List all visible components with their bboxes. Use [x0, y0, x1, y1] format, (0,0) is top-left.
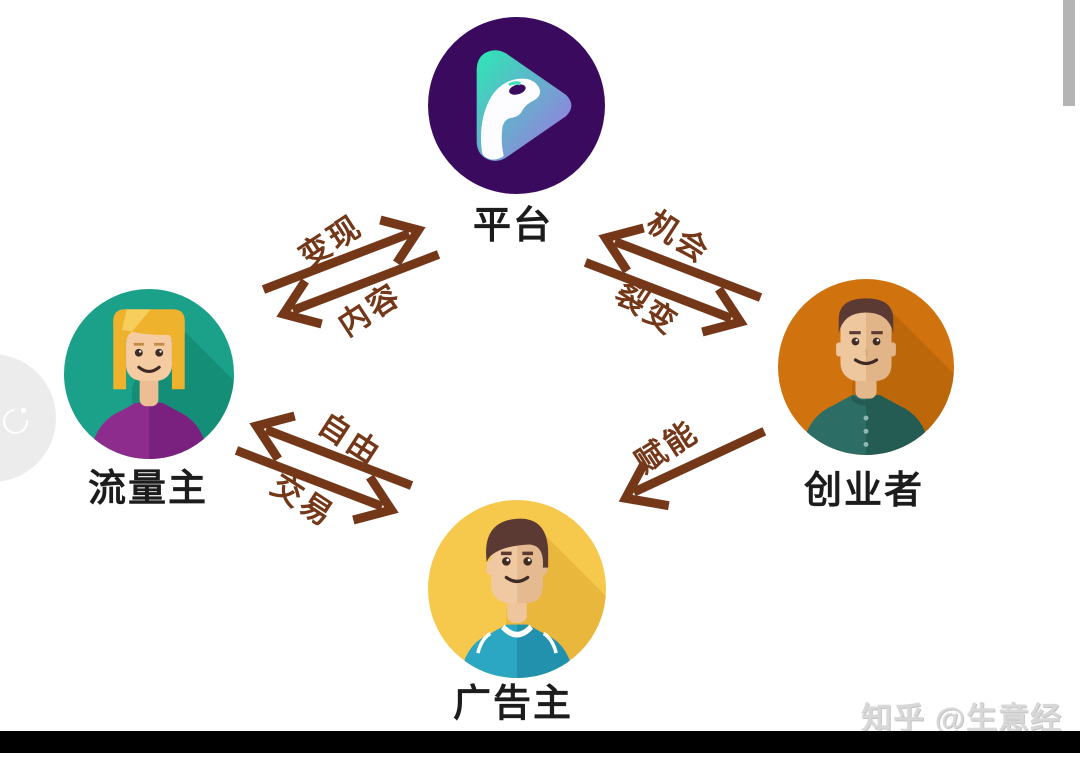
advertiser-avatar	[428, 500, 606, 678]
arrow-line	[631, 427, 767, 497]
woman-neck	[139, 374, 159, 407]
boy-hair	[486, 518, 549, 568]
circle-glyph-dot	[21, 408, 26, 413]
bottom-black-bar	[0, 731, 1080, 753]
arrow-line	[613, 237, 763, 302]
arrow-head	[249, 411, 296, 462]
entrepreneur-label: 创业者	[804, 470, 924, 512]
eagle-eye	[509, 84, 526, 95]
arrow-head	[276, 278, 323, 329]
traffic-owner-label: 流量主	[88, 468, 208, 510]
arrow-pair-traffic-platform: 变现 内容	[261, 208, 441, 343]
entrepreneur-avatar	[778, 279, 954, 455]
platform-logo-icon	[428, 17, 605, 194]
arrow-line	[291, 250, 441, 315]
arrow-line	[264, 425, 414, 490]
scrollbar-thumb[interactable]	[1063, 0, 1075, 106]
traffic-owner-avatar	[64, 289, 234, 459]
arrow-line	[261, 229, 411, 294]
arrow-head	[598, 223, 645, 274]
arrow-entrepreneur-advertiser: 赋能	[618, 414, 767, 511]
arrow-head	[618, 460, 670, 511]
circle-glyph-icon	[0, 403, 34, 440]
advertiser-label: 广告主	[453, 683, 573, 725]
watermark: 知乎 @生意经	[861, 701, 1062, 736]
arrow-line	[234, 446, 384, 511]
eagle-eye-glint	[508, 81, 521, 87]
platform-label: 平台	[473, 205, 553, 247]
eagle-head-icon	[480, 78, 541, 160]
arrow-line	[583, 258, 733, 323]
arrow-pair-platform-entrepreneur: 机会 裂变	[583, 204, 763, 342]
arrow-pair-traffic-advertiser: 自由 交易	[234, 406, 414, 534]
man-hair	[838, 298, 894, 334]
arrow-head	[352, 474, 399, 525]
arrow-head	[379, 215, 426, 266]
arrow-head	[701, 286, 748, 337]
